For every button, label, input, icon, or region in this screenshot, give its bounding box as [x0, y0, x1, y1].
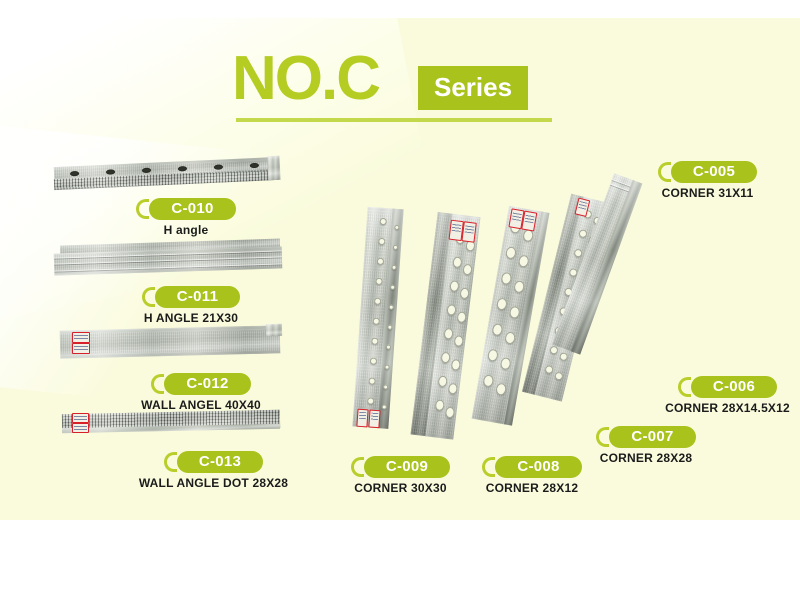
- c-012-edge: [265, 323, 283, 337]
- code-c-013: C-013: [176, 451, 264, 473]
- product-image-c-011: [53, 234, 284, 282]
- desc-c-008: CORNER 28X12: [485, 481, 579, 495]
- pill-arc-icon: [677, 377, 691, 397]
- pill-arc-icon: [151, 374, 165, 394]
- c-012-plate: [59, 325, 281, 359]
- pill-arc-icon: [163, 452, 177, 472]
- caption-c-012: C-012 WALL ANGEL 40X40: [106, 373, 296, 412]
- code-c-006: C-006: [690, 376, 778, 398]
- pill-c-006: C-006: [677, 376, 778, 398]
- caption-c-007: C-007 CORNER 28X28: [566, 426, 726, 465]
- pill-c-008: C-008: [482, 456, 582, 478]
- page-title: NO.C: [232, 44, 381, 113]
- pill-arc-icon: [136, 199, 150, 219]
- caption-c-006: C-006 CORNER 28X14.5X12: [650, 376, 800, 415]
- caption-c-013: C-013 WALL ANGLE DOT 28X28: [106, 451, 321, 490]
- product-image-c-010: [52, 144, 281, 196]
- pill-arc-icon: [141, 287, 155, 307]
- caption-c-008: C-008 CORNER 28X12: [452, 456, 612, 495]
- pill-c-013: C-013: [163, 451, 264, 473]
- pill-c-007: C-007: [596, 426, 696, 448]
- code-c-012: C-012: [164, 373, 251, 395]
- title-underline: [236, 118, 552, 122]
- c-008-sticker-b: [461, 221, 477, 243]
- pill-arc-icon: [482, 457, 496, 477]
- c-013-sticker-top: [72, 413, 89, 423]
- caption-c-009: C-009 CORNER 30X30: [318, 456, 483, 495]
- code-c-010: C-010: [149, 198, 236, 220]
- desc-c-012: WALL ANGEL 40X40: [141, 398, 261, 412]
- caption-c-005: C-005 CORNER 31X11: [620, 161, 795, 200]
- desc-c-006: CORNER 28X14.5X12: [665, 401, 790, 415]
- pill-arc-icon: [596, 427, 610, 447]
- desc-c-013: WALL ANGLE DOT 28X28: [138, 476, 289, 490]
- c-013-sticker-bottom: [72, 423, 89, 433]
- caption-c-010: C-010 H angle: [106, 198, 266, 237]
- pill-c-005: C-005: [657, 161, 758, 183]
- pill-c-010: C-010: [136, 198, 236, 220]
- code-c-008: C-008: [495, 456, 582, 478]
- desc-c-010: H angle: [163, 223, 209, 237]
- catalog-panel: NO.C Series C-010: [0, 18, 800, 520]
- desc-c-009: CORNER 30X30: [354, 481, 447, 495]
- c-010-flange: [267, 155, 281, 181]
- pill-arc-icon: [350, 457, 364, 477]
- c-012-sticker-bottom: [72, 343, 90, 354]
- caption-c-011: C-011 H ANGLE 21X30: [106, 286, 276, 325]
- series-badge: Series: [418, 66, 529, 110]
- pill-c-011: C-011: [141, 286, 241, 308]
- pill-c-009: C-009: [350, 456, 451, 478]
- product-image-c-008: [410, 212, 484, 440]
- desc-c-007: CORNER 28X28: [599, 451, 693, 465]
- c-012-grain: [59, 325, 281, 359]
- desc-c-005: CORNER 31X11: [661, 186, 754, 200]
- code-c-007: C-007: [609, 426, 696, 448]
- code-c-009: C-009: [363, 456, 451, 478]
- product-image-c-012: [59, 320, 290, 364]
- pill-arc-icon: [657, 162, 671, 182]
- pill-c-012: C-012: [151, 373, 251, 395]
- desc-c-011: H ANGLE 21X30: [143, 311, 239, 325]
- c-009-sticker-a: [356, 408, 369, 428]
- code-c-005: C-005: [670, 161, 758, 183]
- page-header: NO.C Series: [232, 48, 562, 130]
- c-012-sticker-top: [72, 332, 90, 343]
- product-image-c-009: [352, 206, 407, 429]
- product-image-c-013: [61, 404, 292, 444]
- code-c-011: C-011: [154, 286, 241, 308]
- c-009-sticker-b: [368, 409, 381, 429]
